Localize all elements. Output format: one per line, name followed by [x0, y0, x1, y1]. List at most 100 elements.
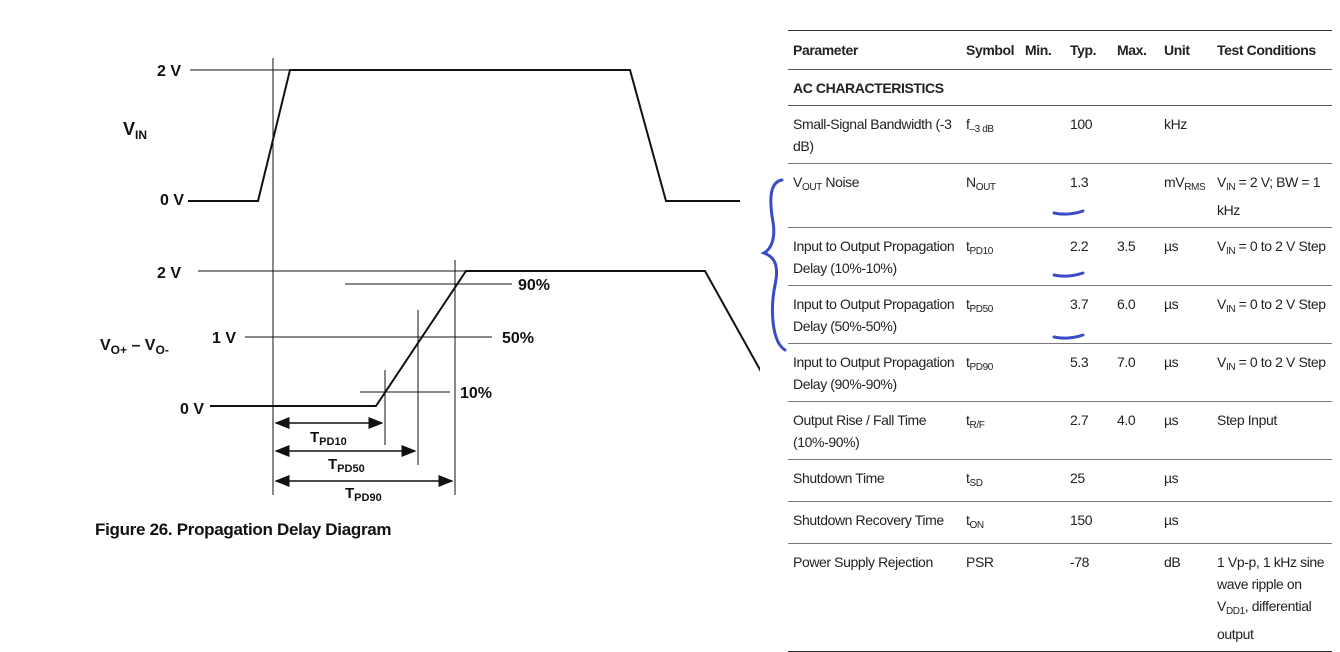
table-row: Input to Output Propagation Delay (50%-5…	[788, 285, 1332, 344]
bot-2v-label: 2 V	[157, 265, 181, 282]
symbol-cell: tPD90	[961, 343, 1020, 402]
symbol-cell: f–3 dB	[961, 105, 1020, 164]
unit-cell: mVRMS	[1159, 163, 1212, 228]
header-min: Min.	[1020, 30, 1065, 70]
symbol-cell: tON	[961, 501, 1020, 544]
max-cell	[1112, 163, 1159, 228]
max-cell: 3.5	[1112, 227, 1159, 286]
param-cell: VOUT Noise	[788, 163, 961, 228]
typ-cell: 100	[1065, 105, 1112, 164]
table-row: Output Rise / Fall Time (10%-90%) tR/F 2…	[788, 401, 1332, 460]
cond-cell: VIN = 0 to 2 V Step	[1212, 227, 1332, 286]
min-cell	[1020, 501, 1065, 544]
vin-label: VIN	[123, 119, 147, 142]
top-2v-label: 2 V	[157, 63, 181, 80]
table-row: Power Supply Rejection PSR -78 dB 1 Vp-p…	[788, 543, 1332, 652]
symbol-cell: tSD	[961, 459, 1020, 502]
unit-cell: kHz	[1159, 105, 1212, 164]
max-cell: 7.0	[1112, 343, 1159, 402]
ink-brace	[760, 178, 787, 352]
ninety-pct-label: 90%	[518, 277, 550, 294]
tpd50-label: TPD50	[328, 456, 365, 475]
max-cell: 4.0	[1112, 401, 1159, 460]
header-typ: Typ.	[1065, 30, 1112, 70]
table-row: Shutdown Time tSD 25 µs	[788, 459, 1332, 502]
table-row: Input to Output Propagation Delay (10%-1…	[788, 227, 1332, 286]
max-cell	[1112, 543, 1159, 652]
unit-cell: µs	[1159, 459, 1212, 502]
min-cell	[1020, 343, 1065, 402]
symbol-cell: tPD50	[961, 285, 1020, 344]
cond-cell: VIN = 0 to 2 V Step	[1212, 285, 1332, 344]
cond-cell	[1212, 105, 1332, 164]
bot-0v-label: 0 V	[180, 401, 204, 418]
param-cell: Output Rise / Fall Time (10%-90%)	[788, 401, 961, 460]
max-cell	[1112, 105, 1159, 164]
max-cell	[1112, 459, 1159, 502]
table-row: Input to Output Propagation Delay (90%-9…	[788, 343, 1332, 402]
symbol-cell: tR/F	[961, 401, 1020, 460]
cond-cell: VIN = 0 to 2 V Step	[1212, 343, 1332, 402]
typ-cell: 25	[1065, 459, 1112, 502]
typ-cell: 2.2	[1065, 227, 1112, 286]
table-header-row: Parameter Symbol Min. Typ. Max. Unit Tes…	[788, 30, 1332, 70]
cond-cell: 1 Vp-p, 1 kHz sine wave ripple on VDD1, …	[1212, 543, 1332, 652]
param-cell: Input to Output Propagation Delay (90%-9…	[788, 343, 961, 402]
param-cell: Input to Output Propagation Delay (10%-1…	[788, 227, 961, 286]
cond-cell	[1212, 459, 1332, 502]
param-cell: Small-Signal Bandwidth (-3 dB)	[788, 105, 961, 164]
typ-cell: 5.3	[1065, 343, 1112, 402]
param-cell: Shutdown Time	[788, 459, 961, 502]
unit-cell: µs	[1159, 285, 1212, 344]
min-cell	[1020, 401, 1065, 460]
max-cell: 6.0	[1112, 285, 1159, 344]
typ-highlighted-value: 3.7	[1070, 296, 1089, 312]
min-cell	[1020, 227, 1065, 286]
cond-cell	[1212, 501, 1332, 544]
max-cell	[1112, 501, 1159, 544]
cond-cell: VIN = 2 V; BW = 1 kHz	[1212, 163, 1332, 228]
cond-cell: Step Input	[1212, 401, 1332, 460]
symbol-cell: tPD10	[961, 227, 1020, 286]
vin-waveform	[188, 69, 740, 202]
unit-cell: µs	[1159, 501, 1212, 544]
typ-highlighted-value: 2.2	[1070, 238, 1089, 254]
min-cell	[1020, 285, 1065, 344]
tpd90-label: TPD90	[345, 485, 382, 504]
ten-pct-label: 10%	[460, 385, 492, 402]
bot-1v-label: 1 V	[212, 330, 236, 347]
unit-cell: µs	[1159, 343, 1212, 402]
figure-caption: Figure 26. Propagation Delay Diagram	[95, 520, 392, 539]
header-unit: Unit	[1159, 30, 1212, 70]
vout-label: VO+ – VO-	[100, 337, 169, 357]
top-0v-label: 0 V	[160, 192, 184, 209]
table-row: Small-Signal Bandwidth (-3 dB) f–3 dB 10…	[788, 105, 1332, 164]
min-cell	[1020, 105, 1065, 164]
symbol-cell: NOUT	[961, 163, 1020, 228]
typ-cell: 1.3	[1065, 163, 1112, 228]
fifty-pct-label: 50%	[502, 330, 534, 347]
typ-highlighted-value: 5.3	[1070, 354, 1089, 370]
section-row: AC CHARACTERISTICS	[788, 69, 1332, 106]
section-title: AC CHARACTERISTICS	[788, 69, 1332, 106]
param-cell: Power Supply Rejection	[788, 543, 961, 652]
typ-cell: 150	[1065, 501, 1112, 544]
typ-cell: 2.7	[1065, 401, 1112, 460]
typ-cell: -78	[1065, 543, 1112, 652]
unit-cell: dB	[1159, 543, 1212, 652]
min-cell	[1020, 163, 1065, 228]
vout-waveform	[210, 270, 760, 407]
unit-cell: µs	[1159, 227, 1212, 286]
table-row: VOUT Noise NOUT 1.3 mVRMS VIN = 2 V; BW …	[788, 163, 1332, 228]
min-cell	[1020, 459, 1065, 502]
ac-characteristics-table: Parameter Symbol Min. Typ. Max. Unit Tes…	[788, 30, 1332, 652]
header-max: Max.	[1112, 30, 1159, 70]
propagation-delay-diagram: 2 V 0 V VIN 2 V 1 V 0 V VO+ – VO- 90% 50…	[100, 58, 760, 504]
min-cell	[1020, 543, 1065, 652]
header-test-conditions: Test Conditions	[1212, 30, 1332, 70]
typ-cell: 3.7	[1065, 285, 1112, 344]
param-cell: Input to Output Propagation Delay (50%-5…	[788, 285, 961, 344]
tpd10-label: TPD10	[310, 429, 347, 448]
param-cell: Shutdown Recovery Time	[788, 501, 961, 544]
table-row: Shutdown Recovery Time tON 150 µs	[788, 501, 1332, 544]
